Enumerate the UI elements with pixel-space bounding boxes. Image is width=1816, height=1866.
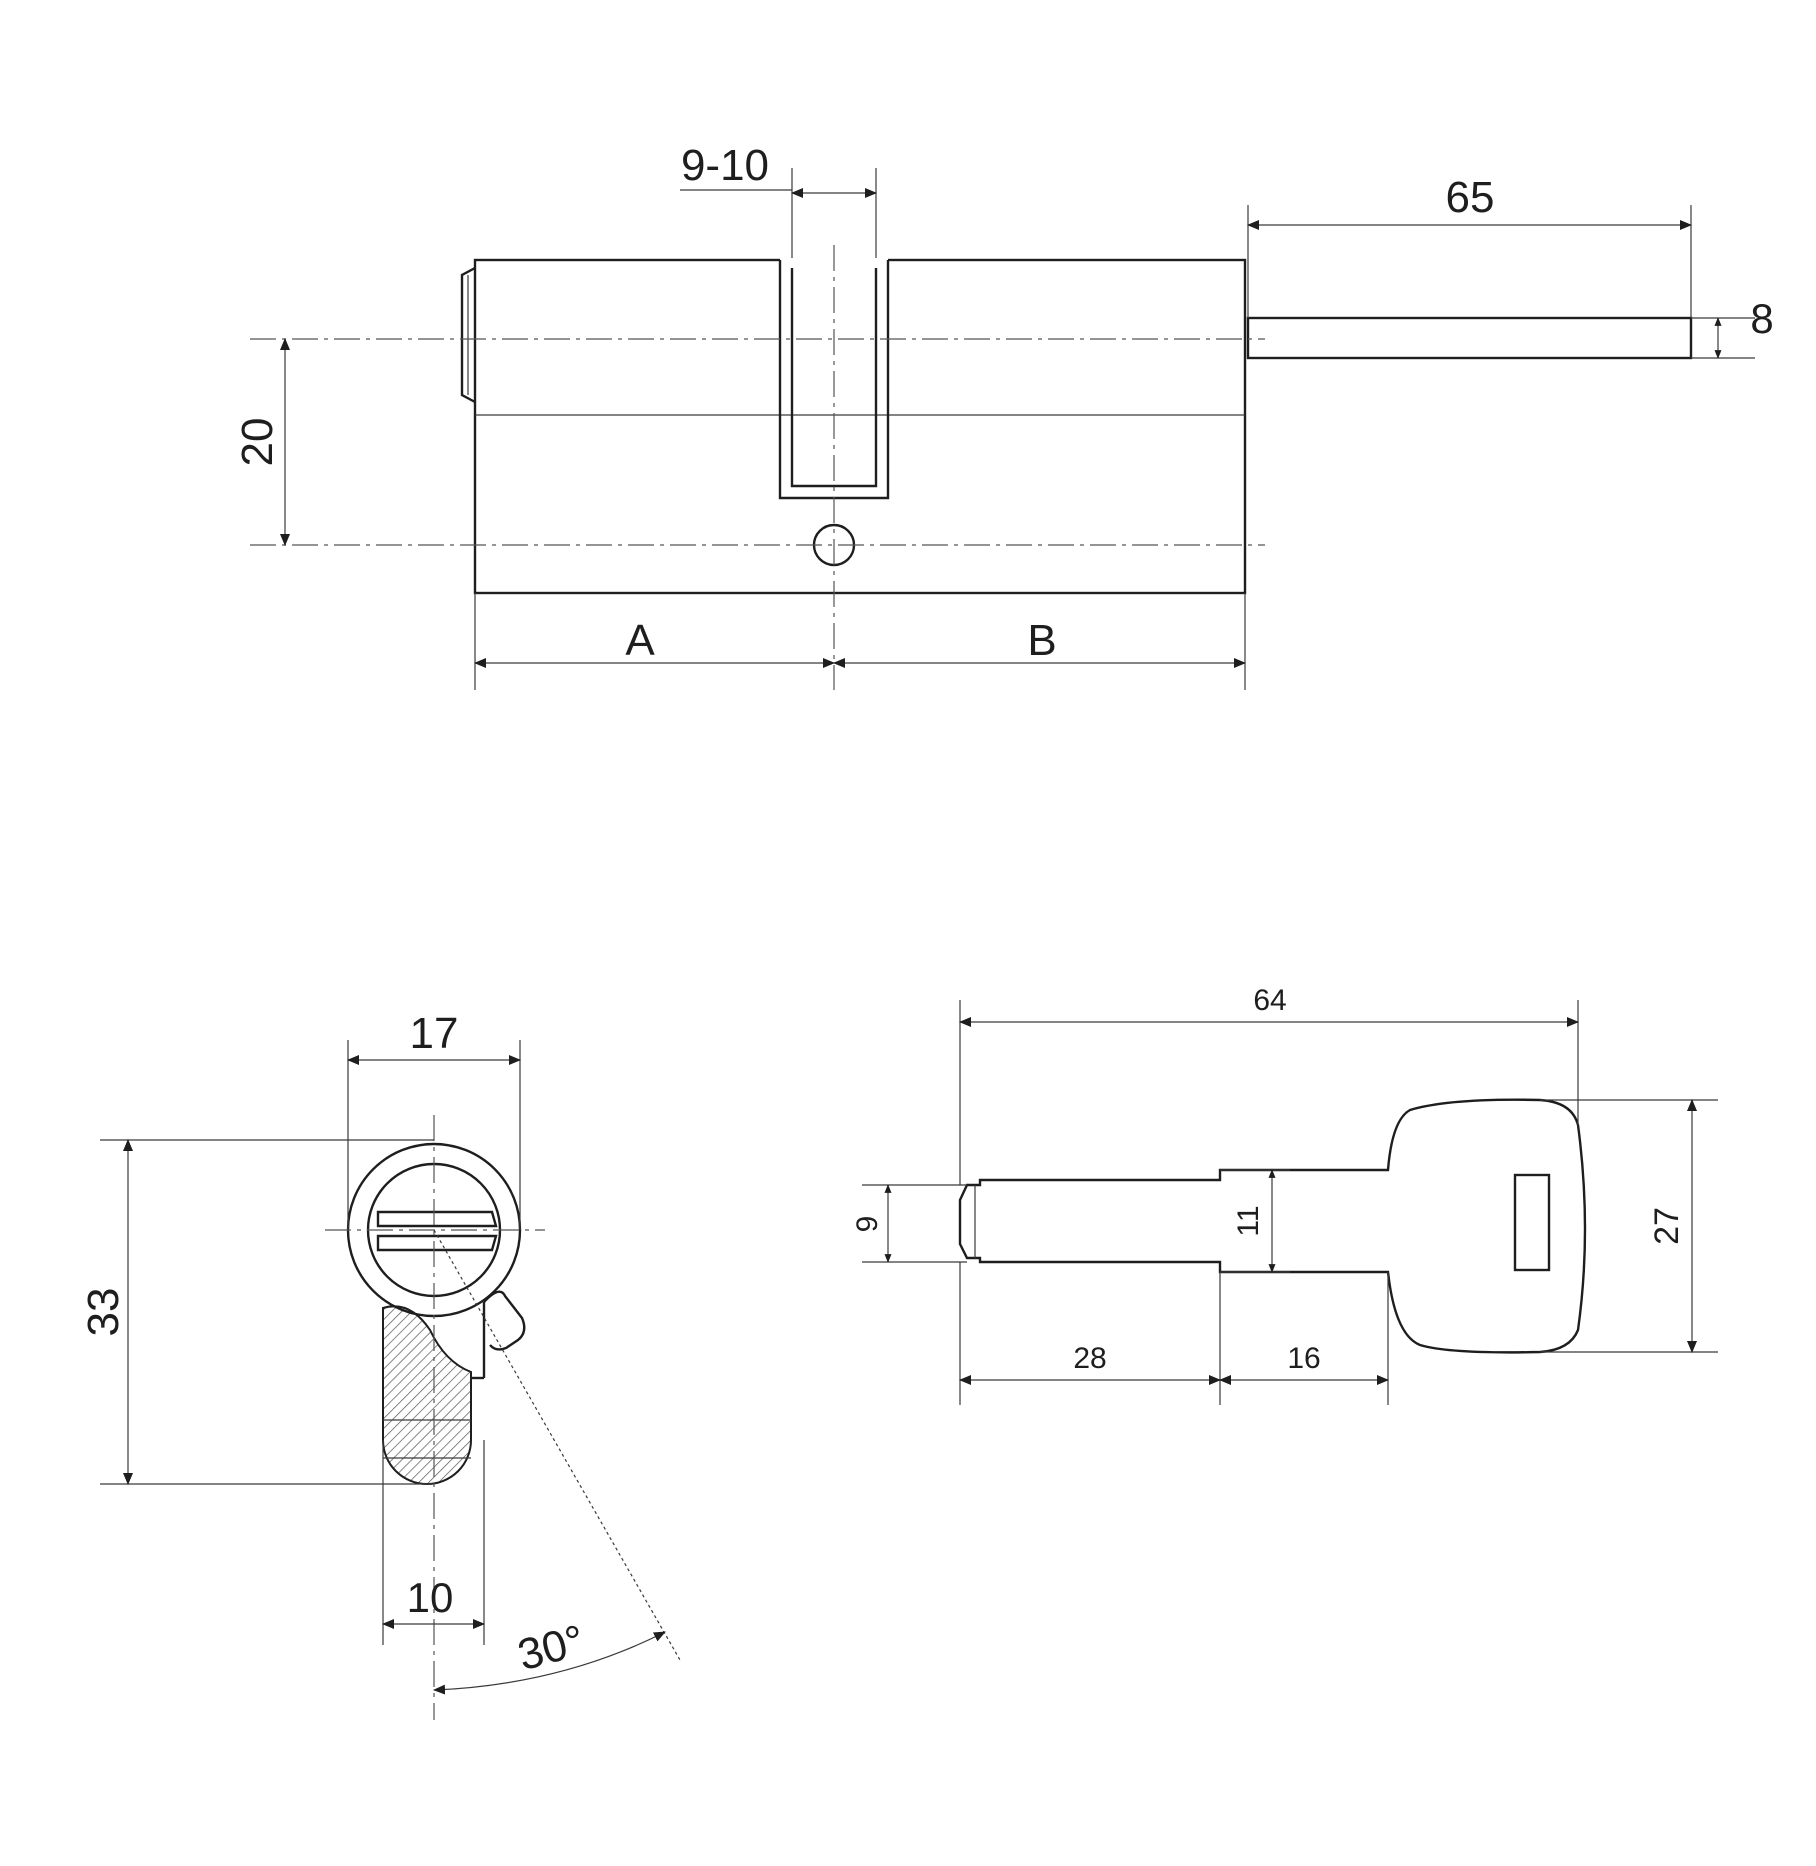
dim-side-a-label: A	[625, 616, 655, 665]
dim-profile-lower-width-label: 10	[407, 1574, 454, 1621]
key-outline	[958, 1098, 1587, 1354]
dim-cam-angle-label: 30°	[513, 1616, 590, 1681]
profile-view: 17 33 10 30°	[79, 1009, 681, 1720]
cylinder-side-view: 9-10 65 8 20 A B	[233, 141, 1774, 690]
dim-side-b-label: B	[1027, 616, 1056, 665]
dim-cam-width-label: 9-10	[681, 141, 769, 190]
dim-spindle-length-label: 65	[1446, 173, 1495, 222]
dim-spindle-width-label: 8	[1750, 295, 1773, 342]
key-view: 64 9 11 27 28 16	[851, 984, 1718, 1405]
dim-key-shoulder-width-label: 11	[1232, 1205, 1265, 1236]
profile-tail	[382, 1305, 472, 1485]
cylinder-left-cap	[460, 266, 476, 404]
key-head-slot	[1513, 1173, 1551, 1272]
profile-key-slot	[376, 1210, 498, 1252]
dim-key-total-length-label: 64	[1253, 984, 1286, 1017]
cam-angle-arc	[433, 1631, 666, 1695]
dim-key-head-width-label: 27	[1648, 1207, 1686, 1245]
cam	[790, 268, 878, 488]
dim-key-shoulder-length-label: 16	[1287, 1342, 1320, 1375]
profile-cam	[483, 1290, 526, 1351]
dim-profile-height-label: 33	[79, 1288, 128, 1337]
cylinder-body	[473, 258, 1247, 595]
cylinder-spindle	[1246, 316, 1693, 360]
dim-key-blade-length-label: 28	[1073, 1342, 1106, 1375]
dim-profile-width-label: 17	[410, 1009, 459, 1058]
dim-axis-offset-label: 20	[233, 418, 282, 467]
dim-key-tip-width-label: 9	[851, 1216, 884, 1233]
cam-angle-line	[433, 1229, 681, 1661]
